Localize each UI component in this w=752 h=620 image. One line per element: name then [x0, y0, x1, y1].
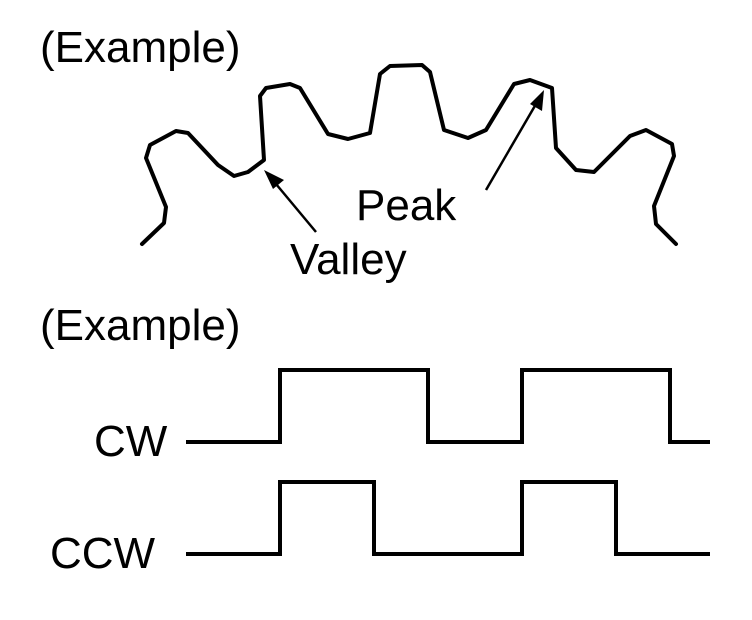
peak-arrowhead [530, 90, 544, 111]
ccw-waveform [186, 480, 710, 556]
valley-label: Valley [290, 235, 407, 284]
cw-waveform [186, 368, 710, 444]
gear-tooth-profile [140, 63, 678, 246]
valley-arrow [275, 183, 317, 233]
ccw-label: CCW [50, 529, 156, 578]
cw-label: CW [94, 417, 168, 466]
example-caption-waveform: (Example) [40, 301, 241, 350]
peak-label: Peak [356, 181, 457, 230]
valley-arrowhead [264, 170, 284, 189]
peak-arrow [484, 103, 538, 191]
example-caption-gear: (Example) [40, 23, 241, 72]
